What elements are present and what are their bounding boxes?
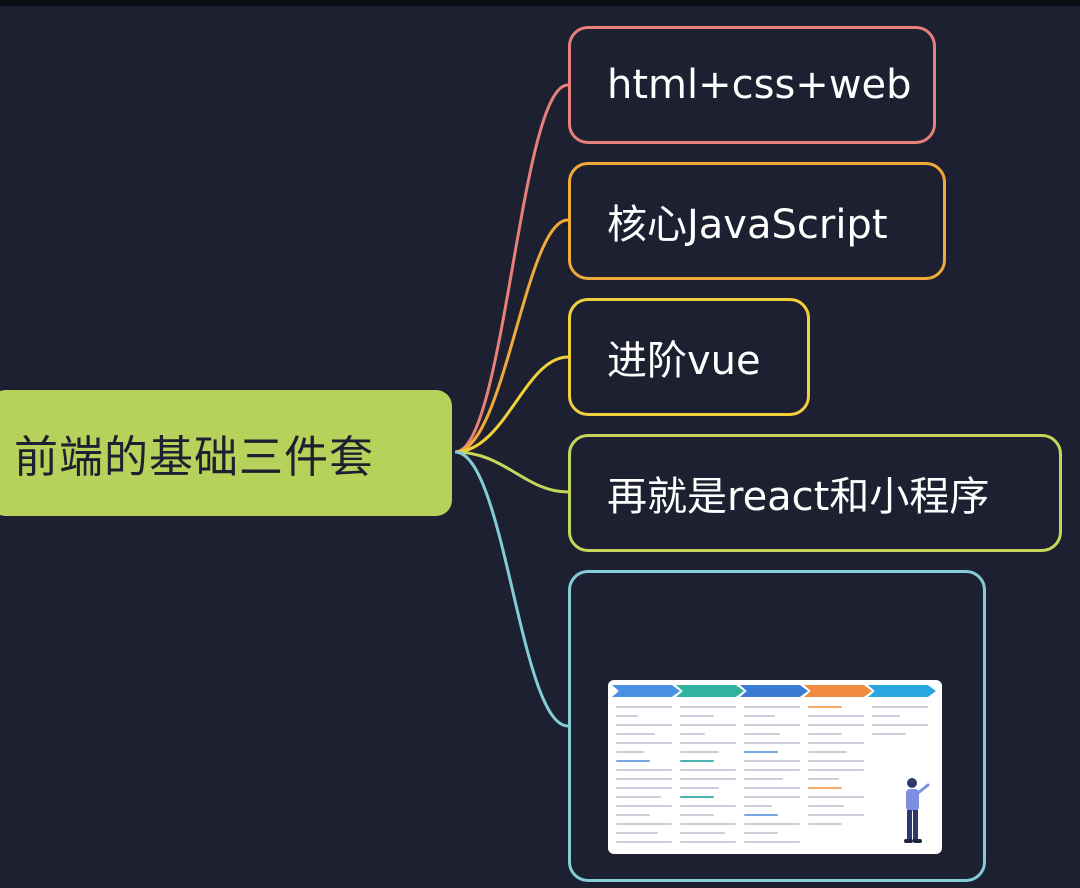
root-label: 前端的基础三件套 bbox=[14, 432, 374, 483]
connector-1 bbox=[454, 83, 569, 454]
connector-4 bbox=[454, 450, 569, 494]
roadmap-step-bar bbox=[612, 685, 938, 697]
connector-2 bbox=[454, 218, 569, 454]
connector-3 bbox=[454, 355, 569, 454]
roadmap-column bbox=[616, 706, 672, 850]
roadmap-step bbox=[868, 685, 936, 697]
roadmap-thumbnail-image[interactable] bbox=[608, 680, 942, 854]
roadmap-step bbox=[740, 685, 808, 697]
roadmap-step bbox=[612, 685, 680, 697]
top-bar bbox=[0, 0, 1080, 6]
roadmap-column bbox=[808, 706, 864, 832]
branch-label: 再就是react和小程序 bbox=[607, 474, 990, 520]
branch-label: html+css+web bbox=[607, 62, 912, 108]
roadmap-column bbox=[744, 706, 800, 850]
connector-5 bbox=[454, 450, 569, 728]
roadmap-column bbox=[680, 706, 736, 850]
roadmap-column bbox=[872, 706, 928, 742]
branch-node-javascript[interactable]: 核心JavaScript bbox=[568, 162, 946, 280]
branch-label: 进阶vue bbox=[607, 338, 761, 384]
branch-node-html-css-web[interactable]: html+css+web bbox=[568, 26, 936, 144]
branch-label: 核心JavaScript bbox=[607, 202, 888, 248]
branch-node-vue[interactable]: 进阶vue bbox=[568, 298, 810, 416]
person-illustration-icon bbox=[904, 778, 930, 843]
roadmap-step bbox=[676, 685, 744, 697]
root-node[interactable]: 前端的基础三件套 bbox=[0, 390, 452, 516]
roadmap-step bbox=[804, 685, 872, 697]
branch-node-react-miniprogram[interactable]: 再就是react和小程序 bbox=[568, 434, 1062, 552]
